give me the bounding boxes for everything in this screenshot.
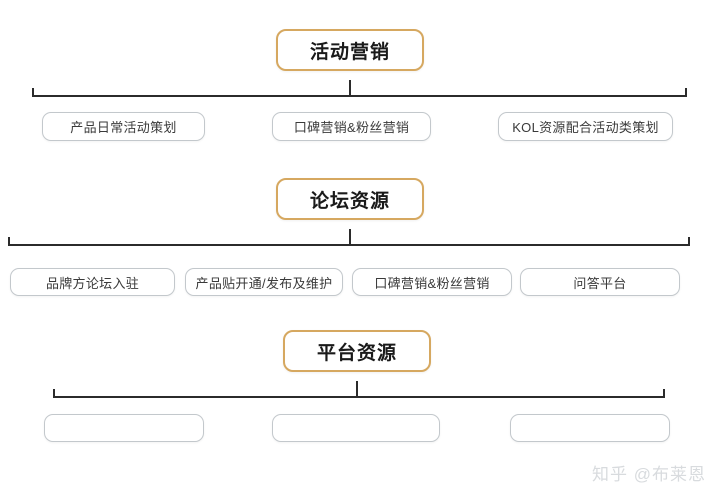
bracket-connector-forum-resources: [8, 227, 690, 246]
leaf-box[interactable]: 产品贴开通/发布及维护: [185, 268, 343, 296]
leaf-box[interactable]: 品牌方论坛入驻: [10, 268, 175, 296]
section-header-platform-resources[interactable]: 平台资源: [283, 330, 431, 372]
section-header-label: 活动营销: [309, 41, 390, 63]
leaf-label: 口碑营销&粉丝营销: [374, 275, 490, 291]
section-header-label: 平台资源: [316, 342, 397, 364]
bracket-cap-left: [53, 389, 55, 398]
bracket-horizontal-line: [32, 95, 687, 97]
bracket-cap-right: [663, 389, 665, 398]
bracket-connector-platform-resources: [53, 379, 665, 398]
leaf-label: 产品日常活动策划: [70, 120, 177, 135]
leaf-box[interactable]: 问答平台: [520, 268, 680, 296]
leaf-box[interactable]: [272, 414, 440, 442]
leaf-label: KOL资源配合活动类策划: [512, 120, 659, 135]
bracket-horizontal-line: [53, 396, 665, 398]
section-header-label: 论坛资源: [309, 190, 390, 212]
bracket-cap-right: [688, 237, 690, 246]
bracket-stem: [356, 381, 358, 398]
leaf-box[interactable]: 口碑营销&粉丝营销: [272, 112, 431, 141]
section-header-forum-resources[interactable]: 论坛资源: [276, 178, 424, 220]
watermark-zhihu: 知乎 @布莱恩: [592, 460, 706, 485]
bracket-cap-left: [8, 237, 10, 246]
bracket-cap-left: [32, 88, 34, 97]
leaf-label: 问答平台: [573, 275, 627, 291]
section-header-activity-marketing[interactable]: 活动营销: [276, 29, 424, 71]
bracket-stem: [349, 80, 351, 97]
bracket-cap-right: [685, 88, 687, 97]
leaf-label: 口碑营销&粉丝营销: [293, 120, 410, 135]
leaf-box[interactable]: [510, 414, 670, 442]
bracket-horizontal-line: [8, 244, 690, 246]
leaf-box[interactable]: KOL资源配合活动类策划: [498, 112, 673, 141]
leaf-label: 产品贴开通/发布及维护: [195, 275, 333, 291]
leaf-box[interactable]: [44, 414, 204, 442]
bracket-connector-activity-marketing: [32, 78, 687, 97]
leaf-box[interactable]: 口碑营销&粉丝营销: [352, 268, 512, 296]
leaf-box[interactable]: 产品日常活动策划: [42, 112, 205, 141]
watermark-label: 知乎 @布莱恩: [592, 465, 706, 484]
bracket-stem: [349, 229, 351, 246]
leaf-label: 品牌方论坛入驻: [45, 275, 140, 291]
